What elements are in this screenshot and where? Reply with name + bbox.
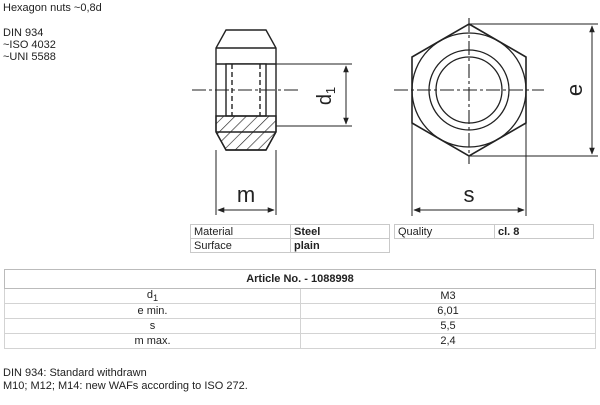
footer-notes: DIN 934: Standard withdrawn M10; M12; M1… [3,367,248,393]
material-value: Steel [290,224,390,239]
article-table: Article No. - 1088998 d1 M3 e min. 6,01 … [4,269,596,350]
row-label: m max. [4,333,301,350]
label-s: s [464,182,475,207]
standard-3: ~UNI 5588 [3,51,56,63]
article-number-header: Article No. - 1088998 [4,269,596,289]
dimension-m [215,150,277,215]
dimension-s [411,123,527,216]
footer-line-2: M10; M12; M14: new WAFs according to ISO… [3,380,248,392]
label-m: m [237,182,255,207]
page-title: Hexagon nuts ~0,8d [3,2,102,14]
dimension-e [469,23,598,157]
standard-1: DIN 934 [3,27,44,39]
label-d1: d1 [314,87,338,105]
table-row: d1 M3 [4,287,596,305]
material-label: Material [190,224,291,239]
row-value: 2,4 [300,333,596,350]
nut-technical-drawing: m s e d1 [192,18,598,216]
dimension-d1 [276,63,352,127]
surface-value: plain [290,238,390,253]
table-row: s 5,5 [4,318,596,335]
label-e: e [562,84,587,96]
row-label: d1 [4,287,301,305]
material-table: Material Steel Quality cl. 8 Surface pla… [190,224,594,253]
row-value: 6,01 [300,303,596,320]
table-row: m max. 2,4 [4,333,596,350]
footer-line-1: DIN 934: Standard withdrawn [3,367,147,379]
row-label: e min. [4,303,301,320]
table-row: e min. 6,01 [4,303,596,320]
surface-label: Surface [190,238,291,253]
quality-label: Quality [394,224,495,239]
row-value: 5,5 [300,318,596,335]
quality-value: cl. 8 [494,224,594,239]
row-value: M3 [300,287,596,305]
standard-2: ~ISO 4032 [3,39,56,51]
row-label: s [4,318,301,335]
